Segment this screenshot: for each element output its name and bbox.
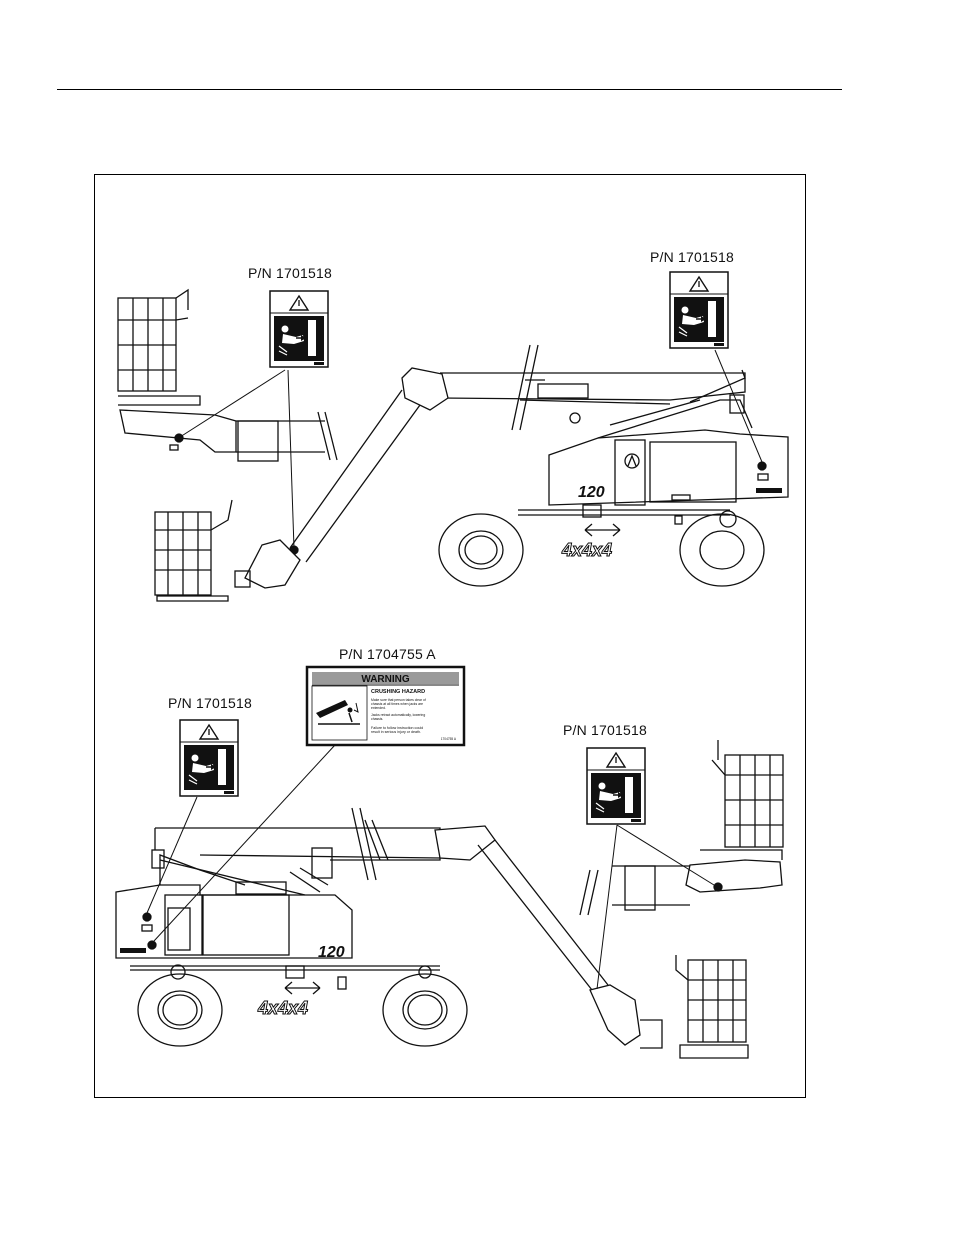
warning-header: WARNING (361, 674, 410, 685)
part-number-bottom-right: P/N 1701518 (563, 722, 647, 738)
leader-lines-top (179, 349, 763, 549)
warning-bullet2-line1: Jacks retract automatically, lowering (371, 713, 425, 717)
warning-bullet1-line3: extended. (371, 706, 386, 710)
part-number-top-right: P/N 1701518 (650, 249, 734, 265)
crush-decal-bottom-right (586, 747, 646, 825)
part-number-bottom-left: P/N 1701518 (168, 695, 252, 711)
header-rule (57, 89, 842, 90)
crush-decal-bottom-left (179, 719, 239, 797)
badge-bottom: 4x4x4 (257, 998, 308, 1018)
badge-top: 4x4x4 (561, 540, 612, 560)
warning-hazard: CRUSHING HAZARD (371, 689, 425, 695)
warning-bullet2-line2: chassis. (371, 717, 383, 721)
warning-decal: WARNING CRUSHING HAZARD Make sure that p… (305, 665, 466, 747)
warning-footer-line1: Failure to follow instruction could (371, 726, 423, 730)
warning-bullet1-line1: Make sure that person takes clear of (371, 698, 426, 702)
leader-lines-bottom (146, 744, 715, 990)
warning-bullet1-line2: chassis at all times when jacks are (371, 702, 423, 706)
bottom-machine-drawing: 120 4x4x4 (115, 740, 784, 1059)
crush-decal-top-right (669, 271, 729, 349)
top-machine-drawing: 120 4x4x4 (117, 288, 789, 602)
model-number-top: 120 (578, 484, 605, 501)
part-number-top-left: P/N 1701518 (248, 265, 332, 281)
model-number-bottom: 120 (318, 944, 345, 961)
warning-footer-line2: result in serious injury or death. (371, 730, 421, 734)
warning-code: 1704755 A (441, 737, 457, 741)
figure-frame (94, 174, 806, 1098)
part-number-warning-decal: P/N 1704755 A (339, 646, 436, 662)
crush-decal-top-left (269, 290, 329, 368)
